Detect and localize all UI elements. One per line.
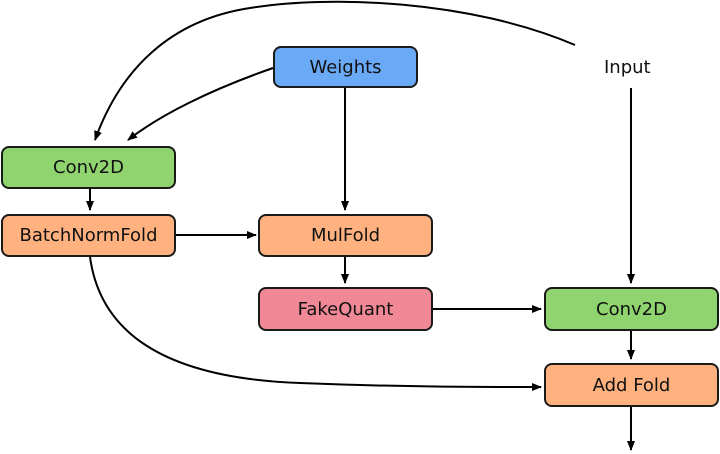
node-conv2d-left-label: Conv2D xyxy=(53,157,124,178)
edge-weights-to-conv2d-left xyxy=(127,67,274,141)
edge-batchnormfold-to-addfold xyxy=(89,256,542,391)
node-addfold-label: Add Fold xyxy=(592,374,671,396)
node-conv2d-left: Conv2D xyxy=(1,146,176,189)
node-batchnormfold-label: BatchNormFold xyxy=(19,225,158,246)
node-mulfold-label: MulFold xyxy=(310,225,381,246)
node-input-label: Input xyxy=(604,57,651,78)
node-fakequant: FakeQuant xyxy=(258,287,433,331)
node-batchnormfold: BatchNormFold xyxy=(1,214,176,257)
edge-input-to-conv2d-left xyxy=(94,0,576,141)
node-weights: Weights xyxy=(273,46,418,88)
node-conv2d-right: Conv2D xyxy=(544,287,719,331)
node-mulfold: MulFold xyxy=(258,214,433,257)
node-weights-label: Weights xyxy=(309,56,382,78)
node-addfold: Add Fold xyxy=(544,363,719,407)
node-conv2d-right-label: Conv2D xyxy=(596,298,667,320)
node-fakequant-label: FakeQuant xyxy=(297,298,394,320)
